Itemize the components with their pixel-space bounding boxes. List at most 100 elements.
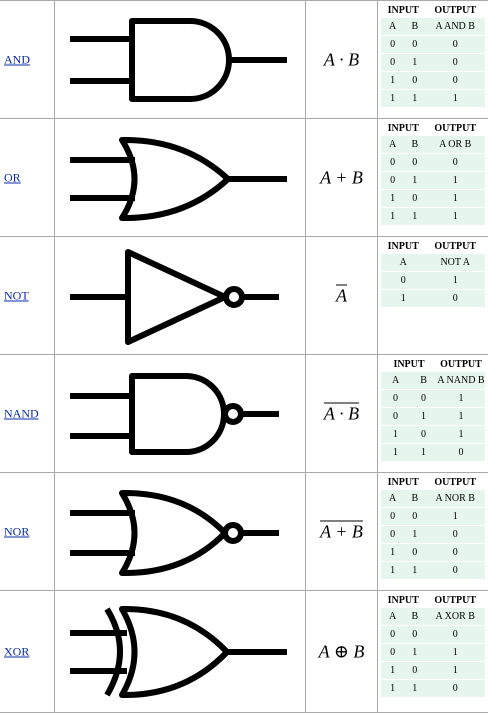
cell: 0 (381, 172, 405, 189)
cell: 0 (381, 626, 405, 643)
cell: 0 (381, 408, 411, 425)
expression-text: A (336, 285, 347, 306)
cell: 1 (404, 526, 426, 543)
not-symbol-cell (55, 237, 306, 355)
column-header: A AND B (425, 18, 485, 35)
column-header: A NAND B (437, 372, 485, 389)
input-header: INPUT (393, 359, 425, 370)
cell: 0 (410, 390, 437, 407)
cell: 1 (425, 508, 485, 525)
input-header: INPUT (387, 241, 419, 252)
cell: 1 (404, 208, 426, 225)
input-header: INPUT (387, 477, 419, 488)
cell: 1 (425, 644, 485, 661)
and-expression-cell: A · B (306, 1, 378, 119)
cell: 0 (404, 190, 426, 207)
xor-expression: A ⊕ B (306, 641, 377, 662)
column-header: A OR B (425, 136, 485, 153)
gate-name-cell: OR (0, 119, 55, 237)
cell: 0 (425, 680, 485, 697)
expression-text: A + B (320, 167, 363, 188)
cell: 0 (404, 626, 426, 643)
cell: 0 (425, 72, 485, 89)
gate-name-cell: AND (0, 1, 55, 119)
not-expression-cell: A (306, 237, 378, 355)
cell: 0 (381, 644, 405, 661)
and-link[interactable]: AND (4, 52, 30, 67)
cell: 1 (381, 444, 411, 461)
cell: 1 (381, 562, 405, 579)
cell: 0 (381, 508, 405, 525)
not-link[interactable]: NOT (4, 288, 29, 303)
cell: 0 (425, 36, 485, 53)
cell: 1 (381, 208, 405, 225)
or-gate-symbol (70, 136, 287, 222)
column-header: A (381, 18, 405, 35)
column-header: A (381, 490, 405, 507)
column-header: B (410, 372, 437, 389)
column-header: A (381, 608, 405, 625)
xor-link[interactable]: XOR (4, 644, 30, 658)
cell: 1 (404, 562, 426, 579)
xor-symbol-cell (55, 591, 306, 712)
cell: 1 (404, 54, 426, 71)
cell: 0 (410, 426, 437, 443)
cell: 1 (437, 426, 485, 443)
column-header: A XOR B (425, 608, 485, 625)
nor-link[interactable]: NOR (4, 524, 30, 539)
nand-expression: A · B (306, 404, 377, 425)
cell: 0 (425, 562, 485, 579)
input-header: INPUT (387, 123, 419, 134)
cell: 1 (381, 662, 405, 679)
and-gate-symbol (70, 18, 287, 102)
cell: 1 (404, 644, 426, 661)
cell: 0 (404, 36, 426, 53)
cell: 0 (404, 508, 426, 525)
nand-link[interactable]: NAND (4, 406, 39, 421)
nand-gate-symbol (70, 373, 279, 455)
gate-row-nand: NAND A · B INPUT OUTPUT (0, 354, 488, 473)
gate-name-cell: XOR (0, 591, 55, 712)
cell: 1 (425, 190, 485, 207)
column-header: A (381, 136, 405, 153)
output-header: OUTPUT (434, 5, 477, 16)
input-header: INPUT (387, 595, 419, 606)
cell: 0 (404, 72, 426, 89)
cell: 1 (381, 90, 405, 107)
column-header: B (404, 18, 426, 35)
nand-expression-cell: A · B (306, 355, 378, 473)
cell: 0 (425, 54, 485, 71)
and-symbol-cell (55, 1, 306, 119)
or-expression-cell: A + B (306, 119, 378, 237)
cell: 1 (381, 290, 426, 307)
gate-name-cell: NOT (0, 237, 55, 355)
cell: 0 (437, 444, 485, 461)
cell: 0 (425, 544, 485, 561)
or-link[interactable]: OR (4, 170, 21, 185)
cell: 0 (425, 626, 485, 643)
gate-row-nor: NOR A + B INPUT OUTPUT (0, 472, 488, 591)
expression-text: A + B (320, 521, 363, 542)
cell: 0 (425, 154, 485, 171)
cell: 1 (381, 190, 405, 207)
xor-gate-symbol (70, 605, 287, 699)
cell: 1 (425, 662, 485, 679)
output-header: OUTPUT (434, 595, 477, 606)
